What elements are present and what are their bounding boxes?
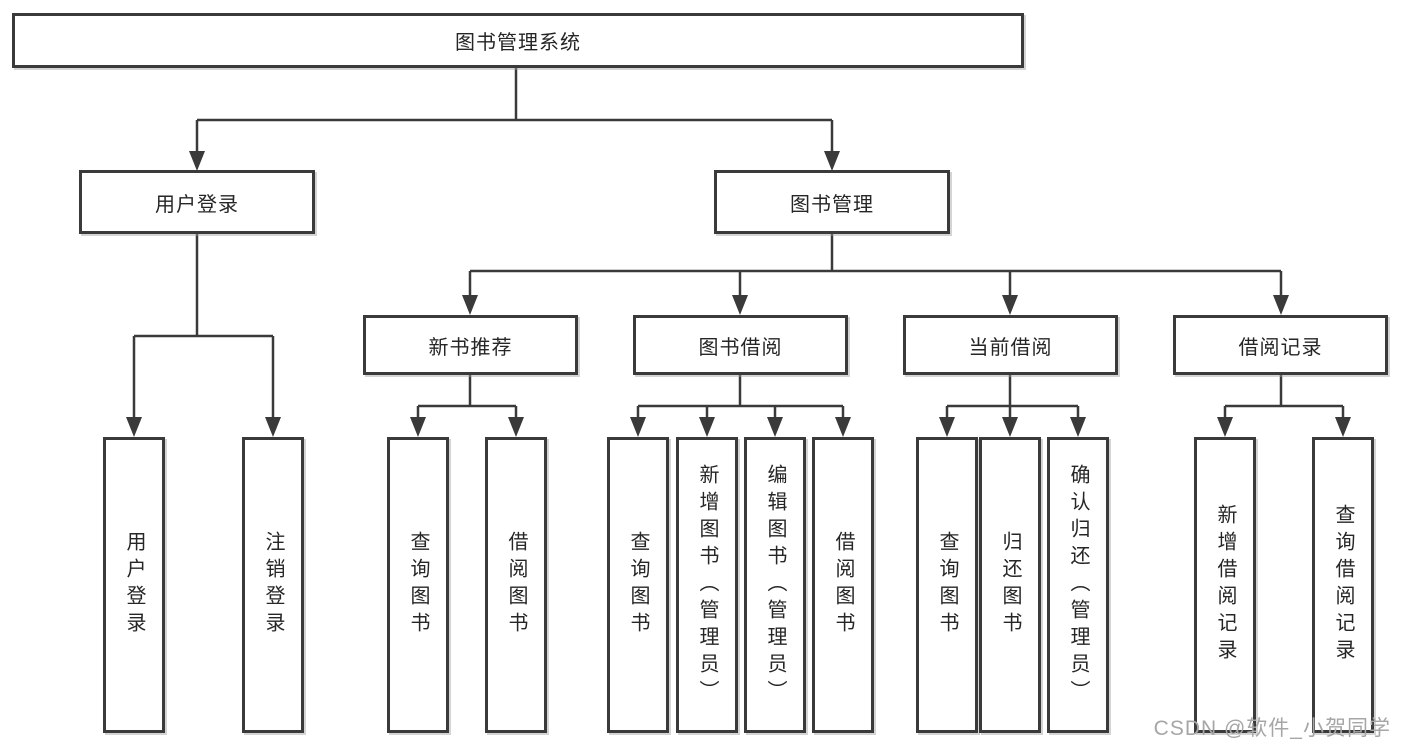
- leaf-user-login: 用户登录: [103, 437, 165, 733]
- leaf-logout-label: 注销登录: [262, 531, 284, 639]
- leaf-add-borrow-record-label: 新增借阅记录: [1214, 504, 1236, 666]
- node-borrow-records-label: 借阅记录: [1238, 336, 1323, 359]
- leaf-return-books: 归还图书: [979, 437, 1041, 733]
- node-new-book-recommend-label: 新书推荐: [428, 336, 513, 359]
- leaf-logout: 注销登录: [242, 437, 304, 733]
- leaf-query-books-2: 查询图书: [607, 437, 669, 733]
- node-user-login-label: 用户登录: [155, 193, 239, 216]
- node-new-book-recommend: 新书推荐: [363, 315, 578, 375]
- leaf-query-borrow-record: 查询借阅记录: [1312, 437, 1374, 733]
- leaf-borrow-books-1-label: 借阅图书: [505, 531, 527, 639]
- leaf-user-login-label: 用户登录: [123, 531, 145, 639]
- leaf-confirm-return-admin-label: 确认归还（管理员）: [1067, 463, 1089, 707]
- node-library-system-label: 图书管理系统: [455, 32, 581, 54]
- node-user-login: 用户登录: [79, 170, 315, 234]
- leaf-query-books-1-label: 查询图书: [407, 531, 429, 639]
- node-book-management: 图书管理: [714, 170, 950, 234]
- csdn-watermark: CSDN @软件_小贺同学: [1153, 717, 1391, 740]
- node-book-borrow-label: 图书借阅: [698, 336, 783, 359]
- leaf-confirm-return-admin: 确认归还（管理员）: [1047, 437, 1109, 733]
- node-library-system: 图书管理系统: [12, 13, 1024, 68]
- leaf-query-books-3-label: 查询图书: [936, 531, 958, 639]
- node-current-borrow-label: 当前借阅: [968, 336, 1053, 359]
- leaf-edit-books-admin-label: 编辑图书（管理员）: [764, 463, 786, 707]
- leaf-borrow-books-2: 借阅图书: [812, 437, 874, 733]
- leaf-edit-books-admin: 编辑图书（管理员）: [744, 437, 806, 733]
- leaf-add-books-admin: 新增图书（管理员）: [676, 437, 738, 733]
- leaf-borrow-books-1: 借阅图书: [485, 437, 547, 733]
- leaf-borrow-books-2-label: 借阅图书: [832, 531, 854, 639]
- node-current-borrow: 当前借阅: [903, 315, 1118, 375]
- node-book-management-label: 图书管理: [790, 193, 874, 216]
- leaf-query-books-3: 查询图书: [916, 437, 978, 733]
- leaf-query-borrow-record-label: 查询借阅记录: [1332, 504, 1354, 666]
- leaf-add-borrow-record: 新增借阅记录: [1194, 437, 1256, 733]
- node-book-borrow: 图书借阅: [633, 315, 848, 375]
- leaf-query-books-1: 查询图书: [387, 437, 449, 733]
- leaf-add-books-admin-label: 新增图书（管理员）: [696, 463, 718, 707]
- leaf-return-books-label: 归还图书: [999, 531, 1021, 639]
- node-borrow-records: 借阅记录: [1173, 315, 1388, 375]
- leaf-query-books-2-label: 查询图书: [627, 531, 649, 639]
